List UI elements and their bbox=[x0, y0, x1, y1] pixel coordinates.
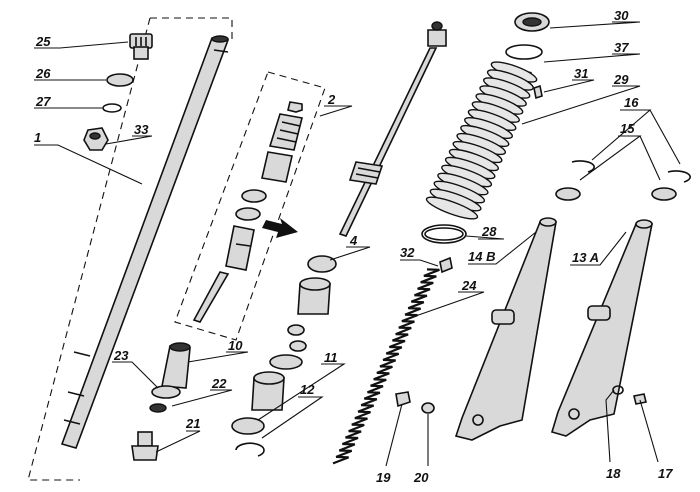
bleed-screw bbox=[439, 256, 453, 274]
fork-boot bbox=[425, 61, 538, 220]
boot-clamp bbox=[421, 224, 467, 244]
axle-screw bbox=[633, 393, 647, 405]
callout-label: 27 bbox=[35, 94, 51, 109]
callout-label: 31 bbox=[574, 66, 588, 81]
callout-label: 24 bbox=[461, 278, 477, 293]
callout-label: 1 bbox=[34, 130, 41, 145]
right-slider bbox=[551, 219, 653, 437]
axle-washer bbox=[612, 385, 624, 395]
callout-label: 19 bbox=[376, 470, 391, 485]
slider-washer-left bbox=[555, 187, 581, 201]
bottom-bolt bbox=[131, 431, 159, 461]
slider-washer-right bbox=[651, 187, 677, 201]
callout-label: 26 bbox=[35, 66, 51, 81]
left-slider bbox=[454, 217, 557, 441]
retaining-ring bbox=[505, 44, 543, 60]
top-washer bbox=[106, 73, 134, 87]
callout-label: 30 bbox=[614, 8, 629, 23]
callout-label: 17 bbox=[658, 466, 673, 481]
dust-seal bbox=[231, 417, 265, 435]
sealing-washer bbox=[149, 403, 167, 413]
callout-label: 32 bbox=[400, 245, 415, 260]
bump-stop-washer bbox=[151, 385, 181, 399]
small-nut bbox=[287, 324, 307, 352]
seal-washer bbox=[269, 354, 303, 370]
cap-nut bbox=[83, 127, 109, 151]
damper-rod bbox=[338, 21, 447, 237]
leader-lines bbox=[34, 21, 681, 467]
drain-screw bbox=[395, 391, 411, 408]
callout-label: 16 bbox=[624, 95, 639, 110]
fork-tube bbox=[60, 35, 230, 449]
callout-label: 14 B bbox=[468, 249, 495, 264]
spring-clip bbox=[533, 84, 543, 100]
callout-label: 33 bbox=[134, 122, 149, 137]
fork-tube-group-frame bbox=[27, 17, 233, 481]
drain-washer bbox=[421, 402, 435, 414]
callout-label: 29 bbox=[613, 72, 629, 87]
fork-spring bbox=[332, 268, 440, 465]
callout-label: 23 bbox=[113, 348, 129, 363]
damper-group-frame bbox=[174, 71, 326, 341]
callout-label: 25 bbox=[35, 34, 51, 49]
callout-label: 15 bbox=[620, 121, 635, 136]
callout-label: 22 bbox=[211, 376, 227, 391]
oil-seal bbox=[307, 255, 337, 273]
callout-label: 12 bbox=[300, 382, 315, 397]
callout-label: 28 bbox=[481, 224, 497, 239]
callout-label: 21 bbox=[185, 416, 200, 431]
top-bolt bbox=[129, 33, 153, 60]
damper-cartridge bbox=[192, 101, 303, 323]
callout-label: 20 bbox=[413, 470, 429, 485]
assembly-direction-arrow bbox=[262, 218, 298, 238]
callout-label: 18 bbox=[606, 466, 621, 481]
callout-label: 13 A bbox=[572, 250, 599, 265]
slider-circlip-right bbox=[667, 170, 691, 183]
callout-label: 2 bbox=[327, 92, 336, 107]
callout-label: 4 bbox=[349, 233, 358, 248]
slider-circlip-left bbox=[571, 160, 595, 173]
callout-label: 10 bbox=[228, 338, 243, 353]
bump-stop bbox=[161, 342, 191, 389]
lower-bushing bbox=[251, 371, 285, 411]
callout-label: 37 bbox=[614, 40, 629, 55]
circlip bbox=[235, 442, 265, 457]
callout-label: 11 bbox=[324, 350, 338, 365]
o-ring bbox=[102, 103, 122, 113]
guide-bushing bbox=[297, 277, 331, 315]
boot-cap bbox=[514, 12, 550, 32]
